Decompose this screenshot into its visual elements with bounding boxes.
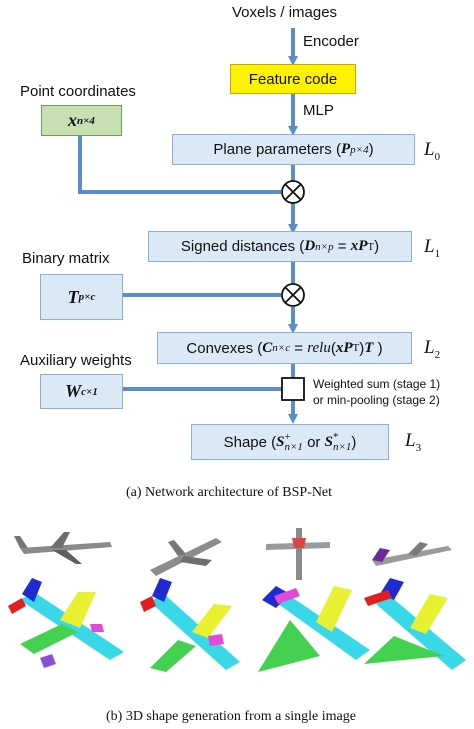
convexes-label: Convexes [186, 339, 254, 357]
input-image-airplane-1 [14, 532, 112, 564]
point-subscript: n×4 [77, 114, 95, 127]
shape-s1-sub: n×1 [284, 441, 303, 453]
shape-s2-sub: n×1 [332, 441, 352, 453]
loss-l3: L3 [405, 430, 422, 454]
relu-text: relu [307, 339, 331, 356]
plane-subscript: p×4 [350, 143, 369, 156]
feature-code-label: Feature code [248, 70, 338, 88]
signed-expr: xP [350, 238, 368, 254]
convex-sup: T [352, 342, 360, 354]
bsp-airplane-4 [364, 578, 466, 670]
arrow-points-to-mult1 [78, 136, 281, 194]
signed-distances-label: Signed distances [180, 238, 296, 255]
aux-subscript: c×1 [81, 385, 98, 398]
caption-a: (a) Network architecture of BSP-Net [126, 485, 333, 500]
airplane-renders [8, 528, 466, 672]
binary-matrix-label: Binary matrix [22, 250, 110, 267]
loss-l2: L2 [424, 337, 441, 361]
shape-s1: S [276, 433, 285, 450]
mlp-label: MLP [303, 102, 334, 119]
bsp-airplane-1 [8, 578, 124, 668]
shape-s1-sup: + [284, 431, 291, 443]
input-label: Voxels / images [232, 4, 338, 21]
encoder-label: Encoder [303, 33, 359, 50]
signed-symbol: D [304, 238, 316, 254]
shape-box: Shape (S+n×1 or S*n×1) [191, 424, 389, 460]
weighted-sum-node [281, 377, 305, 401]
signed-sup: T [367, 240, 375, 253]
shape-s2: S [324, 433, 333, 450]
bsp-airplane-3 [258, 586, 370, 672]
bsp-airplane-2 [140, 578, 240, 672]
feature-code-box: Feature code [230, 64, 356, 94]
convex-tail: T [364, 339, 374, 356]
point-coordinates-label: Point coordinates [20, 83, 136, 100]
input-image-airplane-4 [372, 542, 452, 566]
aux-symbol: W [65, 381, 82, 401]
auxiliary-weights-label: Auxiliary weights [20, 352, 132, 369]
shape-or: or [307, 433, 321, 451]
plane-symbol: P [340, 141, 351, 157]
weighted-sum-line1: Weighted sum (stage 1) [313, 377, 441, 391]
shape-s2-sup: * [332, 431, 339, 443]
plane-parameters-label: Plane parameters [213, 141, 332, 158]
multiply-node-1 [281, 180, 305, 204]
convex-subscript: n×c [272, 342, 291, 354]
caption-b: (b) 3D shape generation from a single im… [106, 709, 356, 724]
binary-subscript: p×c [78, 291, 96, 303]
loss-l1: L1 [424, 236, 441, 260]
weighted-sum-line2: or min-pooling (stage 2) [313, 393, 440, 407]
convex-expr: xP [335, 339, 353, 356]
input-image-airplane-2 [150, 538, 222, 576]
input-image-airplane-3 [266, 528, 330, 580]
multiply-node-2 [281, 283, 305, 307]
weighted-sum-note: Weighted sum (stage 1) or min-pooling (s… [313, 376, 440, 408]
point-symbol: x [68, 110, 78, 130]
convex-symbol: C [262, 339, 273, 356]
binary-symbol: T [67, 286, 79, 307]
signed-subscript: n×p [315, 240, 334, 253]
loss-l0: L0 [424, 139, 441, 163]
shape-label: Shape [223, 433, 267, 451]
